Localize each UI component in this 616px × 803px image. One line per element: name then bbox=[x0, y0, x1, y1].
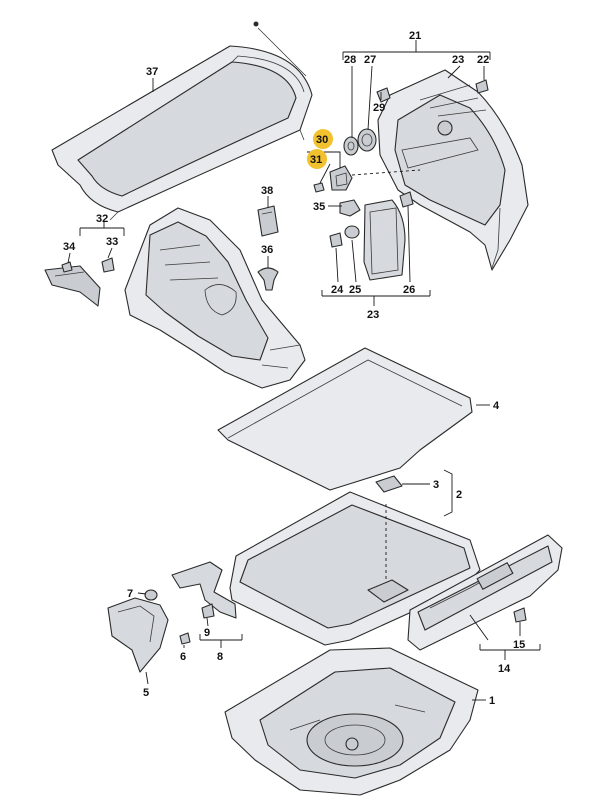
callout-35: 35 bbox=[313, 201, 325, 213]
callout-36: 36 bbox=[261, 244, 273, 256]
callout-27: 27 bbox=[364, 54, 376, 66]
part-28-cap bbox=[343, 136, 359, 156]
part-15-clip bbox=[513, 607, 527, 623]
callout-4: 4 bbox=[493, 400, 500, 412]
callout-1: 1 bbox=[489, 695, 495, 707]
part-36-clip bbox=[257, 267, 279, 291]
highlight-badge-30 bbox=[313, 129, 333, 149]
part-3-cover bbox=[375, 475, 403, 493]
callout-26: 26 bbox=[403, 284, 415, 296]
callout-31: 31 bbox=[310, 154, 322, 166]
callout-30: 30 bbox=[316, 134, 328, 146]
callout-25: 25 bbox=[349, 284, 361, 296]
part-6-screw bbox=[179, 632, 191, 645]
part-21-side-trim-right bbox=[377, 69, 529, 271]
callout-labels: 37 21 28 27 23 22 29 30 31 35 38 36 32 3… bbox=[63, 30, 525, 707]
callout-9: 9 bbox=[204, 627, 210, 639]
callout-22: 22 bbox=[477, 54, 489, 66]
callout-28: 28 bbox=[344, 54, 356, 66]
part-37-luggage-cover bbox=[51, 21, 313, 221]
callout-14: 14 bbox=[498, 663, 511, 675]
left-side-trim-panel bbox=[124, 207, 306, 389]
callout-15: 15 bbox=[513, 639, 525, 651]
part-9-clip bbox=[201, 603, 215, 619]
part-1-spare-wheel-well bbox=[224, 647, 479, 796]
callout-6: 6 bbox=[180, 651, 186, 663]
part-24-clip bbox=[329, 232, 343, 248]
callout-23-top: 23 bbox=[452, 54, 464, 66]
callout-33: 33 bbox=[106, 236, 118, 248]
part-31-bracket-highlighted bbox=[329, 165, 353, 191]
callout-29: 29 bbox=[373, 102, 385, 114]
callout-5: 5 bbox=[143, 687, 149, 699]
callout-7: 7 bbox=[127, 588, 133, 600]
callout-38: 38 bbox=[261, 185, 273, 197]
part-38-bracket bbox=[257, 205, 279, 237]
callout-23-bottom: 23 bbox=[367, 309, 379, 321]
part-25-grommet bbox=[344, 225, 360, 239]
callout-2: 2 bbox=[456, 489, 462, 501]
part-30-screw bbox=[313, 182, 325, 193]
part-26-clip bbox=[399, 191, 414, 208]
part-22-clip bbox=[475, 79, 489, 94]
callout-34: 34 bbox=[63, 241, 76, 253]
callout-8: 8 bbox=[217, 651, 223, 663]
callout-32: 32 bbox=[96, 213, 108, 225]
callout-37: 37 bbox=[146, 66, 158, 78]
callout-3: 3 bbox=[433, 479, 439, 491]
callout-21: 21 bbox=[409, 30, 421, 42]
part-34-bracket bbox=[44, 265, 101, 307]
part-29-clip bbox=[376, 87, 391, 103]
part-27-lamp bbox=[357, 128, 377, 152]
part-33-clip bbox=[101, 257, 115, 273]
callout-24: 24 bbox=[331, 284, 344, 296]
highlight-badge-31 bbox=[307, 149, 327, 169]
part-14-sill-trim bbox=[407, 534, 563, 651]
part-35-bracket bbox=[339, 199, 361, 217]
part-4-floor-mat bbox=[217, 347, 473, 491]
part-33-screw bbox=[61, 261, 73, 273]
part-7-nut bbox=[144, 589, 158, 601]
part-8-bracket bbox=[171, 561, 237, 619]
part-23-panel-cover bbox=[363, 199, 406, 281]
part-5-bracket bbox=[107, 597, 169, 673]
